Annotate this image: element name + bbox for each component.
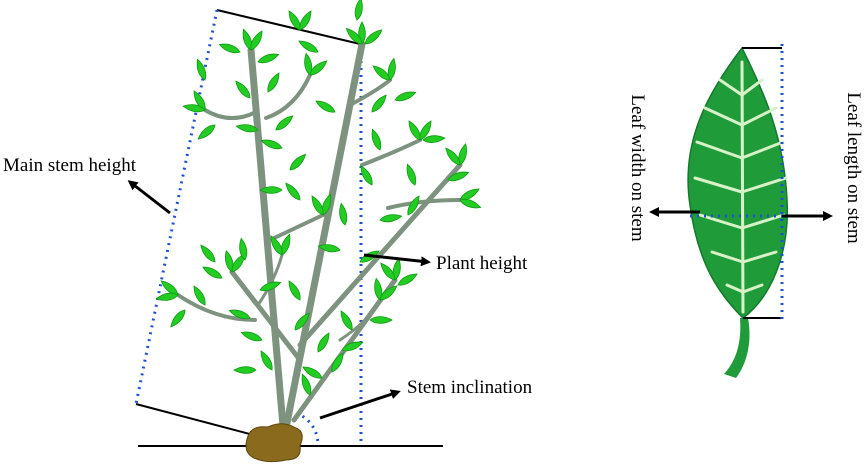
stem-inclination-label: Stem inclination [407,377,533,398]
main-stem-height-arrow [127,180,171,215]
leaf-width-label: Leaf width on stem [627,94,648,241]
leaf-illustration [649,44,833,378]
main-stem-height-label: Main stem height [3,155,137,176]
big-leaf-stalk [724,318,750,378]
stem-inclination-arrow [319,389,401,420]
plant-height-label: Plant height [436,253,528,274]
leaf-length-label: Leaf length on stem [843,92,864,244]
plant-stems [176,40,463,442]
soil-clump [245,423,303,463]
plant-height-arrow [363,253,431,267]
